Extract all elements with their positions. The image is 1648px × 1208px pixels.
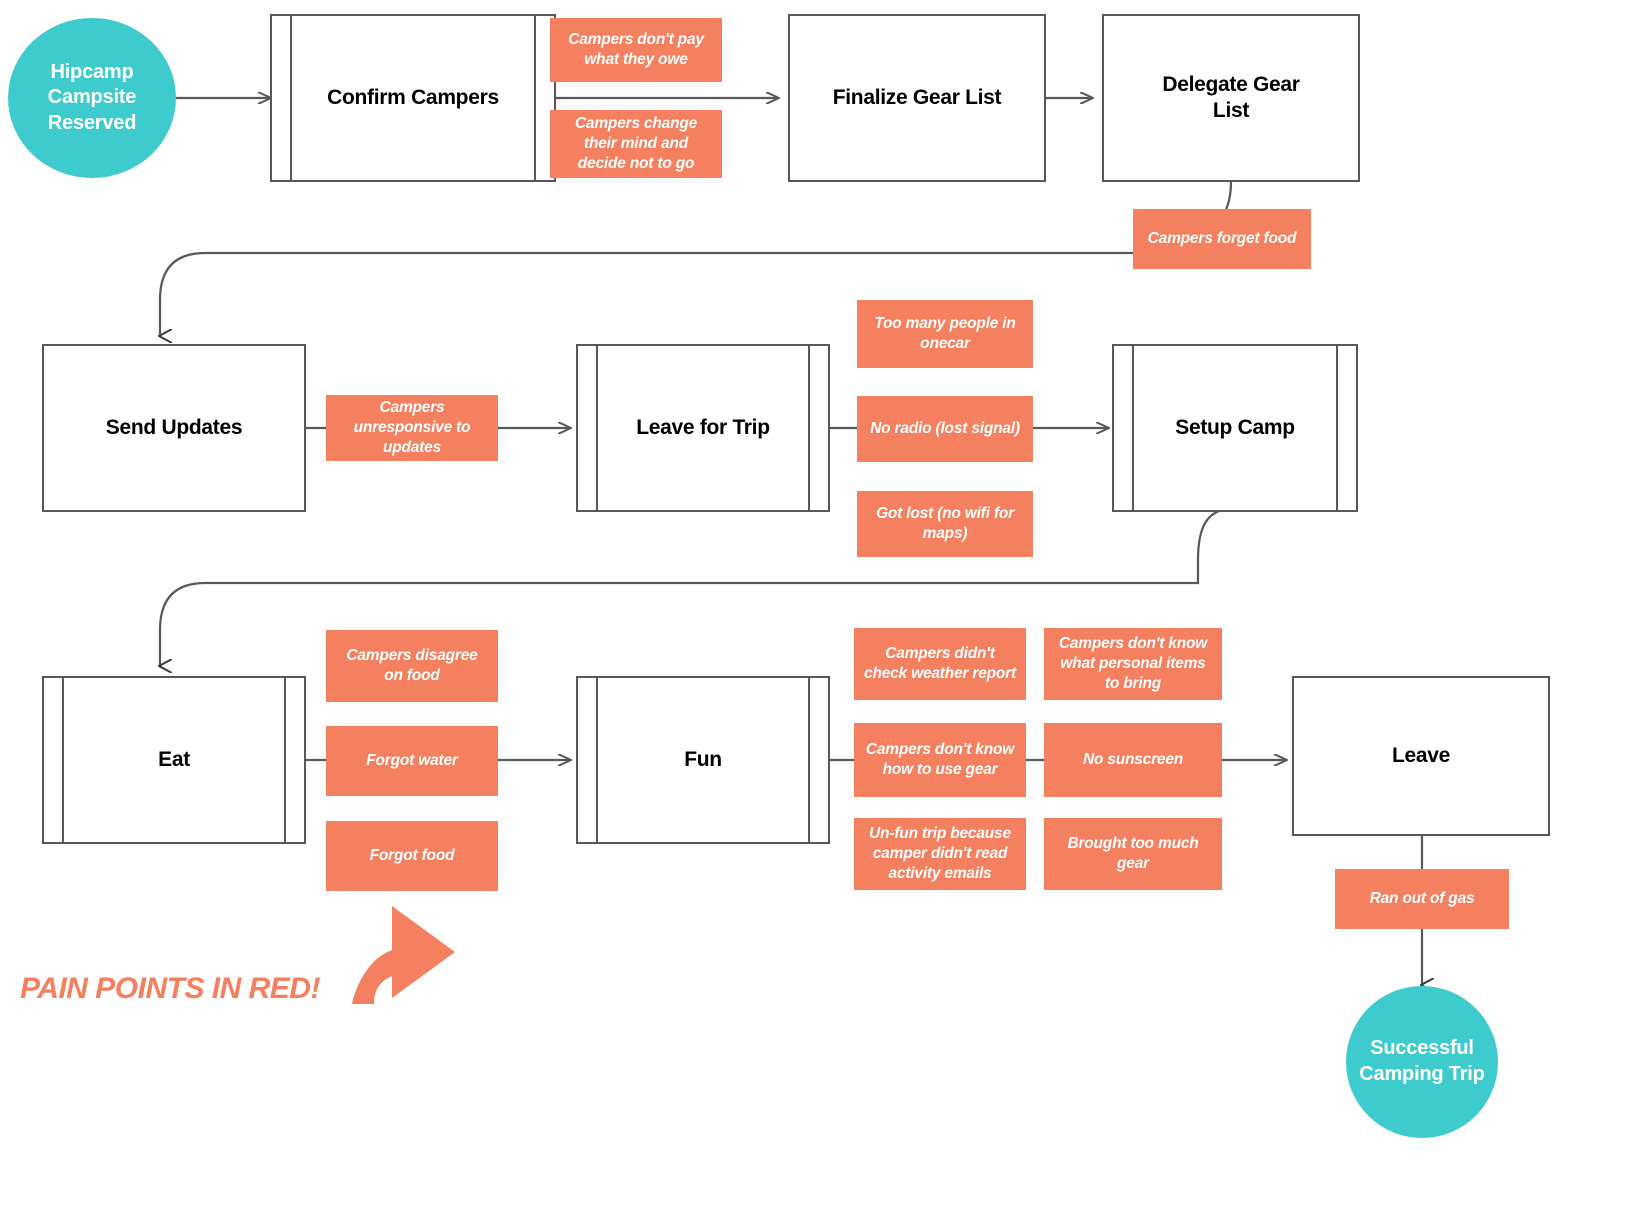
step-eat[interactable]: Eat xyxy=(42,676,306,844)
step-finalize-gear-list[interactable]: Finalize Gear List xyxy=(788,14,1046,182)
pain-point-personal-items[interactable]: Campers don't know what personal items t… xyxy=(1044,628,1222,700)
step-leave-for-trip[interactable]: Leave for Trip xyxy=(576,344,830,512)
pain-point-no-radio[interactable]: No radio (lost signal) xyxy=(857,396,1033,462)
pain-point-label: No sunscreen xyxy=(1082,751,1184,769)
pain-point-too-much-gear[interactable]: Brought too much gear xyxy=(1044,818,1222,890)
terminator-end: Successful Camping Trip xyxy=(1346,986,1498,1138)
pain-point-no-sunscreen[interactable]: No sunscreen xyxy=(1044,723,1222,797)
legend-pain-points: PAIN POINTS IN RED! xyxy=(20,972,320,1006)
step-finalize-gear-list-label: Finalize Gear List xyxy=(832,85,1002,109)
pain-point-label: Ran out of gas xyxy=(1369,890,1475,908)
pain-point-label: Campers disagree on food xyxy=(346,647,478,684)
pain-point-label: Campers don't know what personal items t… xyxy=(1058,635,1208,692)
pain-point-label: Un-fun trip because camper didn't read a… xyxy=(869,825,1011,882)
step-leave[interactable]: Leave xyxy=(1292,676,1550,836)
curved-up-arrow-icon xyxy=(352,906,455,1004)
pain-point-label: Forgot food xyxy=(369,847,455,865)
pain-point-unresponsive[interactable]: Campers unresponsive to updates xyxy=(326,395,498,461)
pain-point-change-mind[interactable]: Campers change their mind and decide not… xyxy=(550,110,722,178)
pain-point-disagree-food[interactable]: Campers disagree on food xyxy=(326,630,498,702)
step-eat-label: Eat xyxy=(158,747,190,771)
terminator-start: Hipcamp Campsite Reserved xyxy=(8,18,176,178)
step-leave-label: Leave xyxy=(1391,743,1451,767)
pain-point-forget-food[interactable]: Campers forget food xyxy=(1133,209,1311,269)
pain-point-got-lost[interactable]: Got lost (no wifi for maps) xyxy=(857,491,1033,557)
step-leave-for-trip-label: Leave for Trip xyxy=(636,415,770,439)
pain-point-use-gear[interactable]: Campers don't know how to use gear xyxy=(854,723,1026,797)
pain-point-dont-pay[interactable]: Campers don't pay what they owe xyxy=(550,18,722,82)
pain-point-label: Too many people in onecar xyxy=(874,315,1016,352)
pain-point-label: Campers don't pay what they owe xyxy=(568,31,704,68)
pain-point-label: Campers didn't check weather report xyxy=(864,645,1016,682)
pain-point-label: Campers unresponsive to updates xyxy=(353,399,471,456)
pain-point-label: Forgot water xyxy=(366,752,458,770)
pain-point-label: No radio (lost signal) xyxy=(870,420,1020,438)
pain-point-forgot-water[interactable]: Forgot water xyxy=(326,726,498,796)
terminator-end-label: Successful Camping Trip xyxy=(1359,1037,1485,1085)
pain-point-label: Campers don't know how to use gear xyxy=(865,741,1015,778)
step-setup-camp[interactable]: Setup Camp xyxy=(1112,344,1358,512)
step-setup-camp-label: Setup Camp xyxy=(1175,415,1295,439)
pain-point-no-weather-check[interactable]: Campers didn't check weather report xyxy=(854,628,1026,700)
legend-label: PAIN POINTS IN RED! xyxy=(20,972,320,1005)
pain-point-too-many-people[interactable]: Too many people in onecar xyxy=(857,300,1033,368)
pain-point-unfun-trip[interactable]: Un-fun trip because camper didn't read a… xyxy=(854,818,1026,890)
pain-point-label: Campers change their mind and decide not… xyxy=(574,115,698,172)
step-delegate-gear-list[interactable]: Delegate Gear List xyxy=(1102,14,1360,182)
step-send-updates-label: Send Updates xyxy=(105,415,243,439)
pain-point-label: Campers forget food xyxy=(1147,230,1297,248)
step-confirm-campers[interactable]: Confirm Campers xyxy=(270,14,556,182)
terminator-start-label: Hipcamp Campsite Reserved xyxy=(47,60,137,134)
pain-point-forgot-food[interactable]: Forgot food xyxy=(326,821,498,891)
step-fun-label: Fun xyxy=(684,747,722,771)
pain-point-label: Brought too much gear xyxy=(1067,835,1199,872)
pain-point-label: Got lost (no wifi for maps) xyxy=(876,505,1014,542)
step-send-updates[interactable]: Send Updates xyxy=(42,344,306,512)
step-fun[interactable]: Fun xyxy=(576,676,830,844)
step-delegate-gear-list-label: Delegate Gear List xyxy=(1162,72,1300,122)
pain-point-ran-out-gas[interactable]: Ran out of gas xyxy=(1335,869,1509,929)
step-confirm-campers-label: Confirm Campers xyxy=(327,85,499,109)
